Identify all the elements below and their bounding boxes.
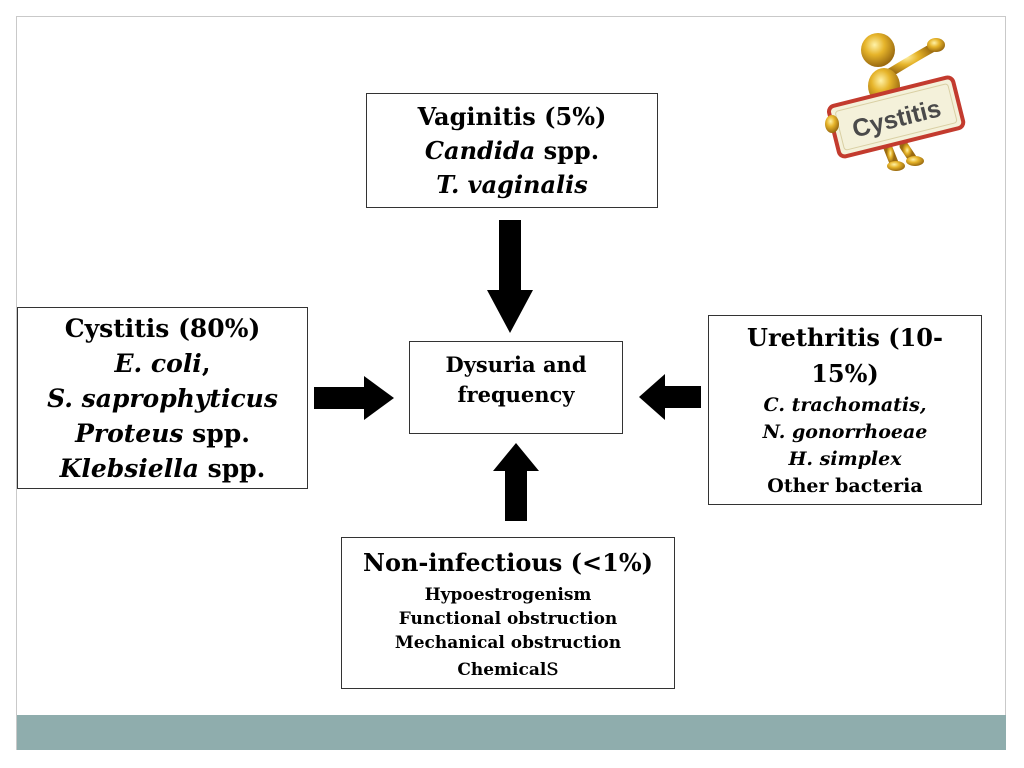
arrow-up-icon	[493, 443, 539, 521]
cystitis-box: Cystitis (80%) E. coli, S. saprophyticus…	[17, 307, 308, 489]
mascot-sign-icon: Cystitis	[825, 33, 966, 171]
urethritis-organism-2: N. gonorrhoeae	[762, 421, 928, 443]
dysuria-box: Dysuria and frequency	[409, 341, 623, 434]
cystitis-organism-2: S. saprophyticus	[47, 383, 278, 413]
arrow-left-icon	[639, 374, 701, 420]
noninfectious-item-1: Hypoestrogenism	[424, 584, 592, 605]
dysuria-line-1: Dysuria and	[445, 352, 587, 377]
vaginitis-organism-2: T. vaginalis	[436, 169, 588, 199]
arrow-right-icon	[314, 376, 394, 420]
vaginitis-title: Vaginitis (5%)	[417, 101, 607, 131]
dysuria-line-2: frequency	[457, 382, 575, 407]
cystitis-organism-4: Klebsiella spp.	[59, 453, 266, 483]
urethritis-box: Urethritis (10- 15%) C. trachomatis, N. …	[708, 315, 982, 505]
vaginitis-box: Vaginitis (5%) Candida spp. T. vaginalis	[366, 93, 658, 208]
vaginitis-organism-1: Candida spp.	[424, 135, 600, 165]
noninfectious-title: Non-infectious (<1%)	[363, 547, 653, 577]
noninfectious-item-4: Chemicals	[457, 652, 559, 681]
cystitis-title: Cystitis (80%)	[64, 313, 261, 343]
urethritis-title-1: Urethritis (10-	[747, 323, 943, 352]
urethritis-organism-3: H. simplex	[788, 448, 902, 470]
noninfectious-item-3: Mechanical obstruction	[394, 632, 622, 653]
cystitis-organism-1: E. coli,	[114, 348, 211, 378]
footer-bar	[17, 715, 1006, 750]
urethritis-organism-4: Other bacteria	[767, 475, 923, 497]
arrow-down-icon	[487, 220, 533, 333]
urethritis-title-2: 15%)	[811, 359, 879, 388]
noninfectious-box: Non-infectious (<1%) Hypoestrogenism Fun…	[341, 537, 675, 689]
urethritis-organism-1: C. trachomatis,	[763, 394, 927, 416]
noninfectious-item-2: Functional obstruction	[398, 608, 618, 629]
cystitis-organism-3: Proteus spp.	[75, 418, 250, 448]
